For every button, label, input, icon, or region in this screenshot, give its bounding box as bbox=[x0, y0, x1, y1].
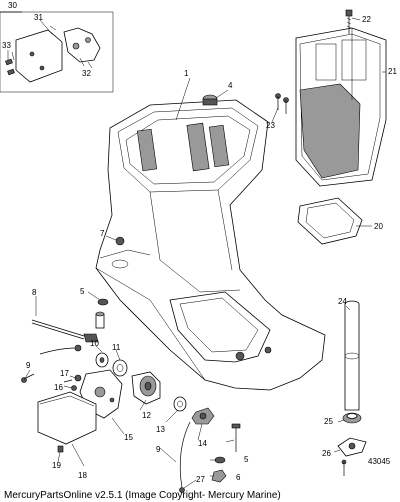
part-12-mount bbox=[131, 371, 161, 405]
inset-anode-plate bbox=[15, 29, 63, 83]
copyright-caption: MercuryPartsOnline v2.5.1 (Image Copyrig… bbox=[4, 490, 281, 501]
part-14-bolt bbox=[231, 423, 241, 452]
callout-23: 23 bbox=[266, 121, 275, 130]
part-17-screw bbox=[63, 374, 82, 383]
callout-15: 15 bbox=[124, 433, 133, 442]
callout-27: 27 bbox=[196, 475, 205, 484]
part-27-cable bbox=[179, 421, 191, 493]
part-20-gasket bbox=[297, 197, 363, 245]
callout-12: 12 bbox=[142, 411, 151, 420]
part-5-lower-washer bbox=[214, 456, 226, 464]
callout-20: 20 bbox=[374, 222, 383, 231]
part-24-tube bbox=[344, 300, 360, 411]
callout-31: 31 bbox=[34, 13, 43, 22]
callout-25: 25 bbox=[324, 417, 333, 426]
inset-bracket bbox=[63, 27, 101, 63]
part-19-screw bbox=[57, 445, 64, 453]
callout-4: 4 bbox=[228, 81, 233, 90]
callout-8: 8 bbox=[32, 288, 37, 297]
callout-9b: 9 bbox=[156, 445, 161, 454]
callout-10: 10 bbox=[90, 339, 99, 348]
callout-11: 11 bbox=[112, 343, 121, 352]
part-9-cable bbox=[21, 344, 82, 383]
callout-22: 22 bbox=[362, 15, 371, 24]
callout-5b: 5 bbox=[244, 455, 249, 464]
part-22-bolt bbox=[345, 9, 353, 34]
callout-1: 1 bbox=[184, 69, 189, 78]
callout-13: 13 bbox=[156, 425, 165, 434]
callout-30: 30 bbox=[8, 1, 17, 10]
callout-24: 24 bbox=[338, 297, 347, 306]
driveshaft-housing bbox=[95, 99, 326, 391]
callout-18: 18 bbox=[78, 471, 87, 480]
inset-kit-30 bbox=[0, 11, 114, 93]
part-23-bolts bbox=[275, 93, 289, 114]
callout-9a: 9 bbox=[26, 361, 31, 370]
part-7-fitting bbox=[115, 236, 125, 246]
callout-6: 6 bbox=[236, 473, 241, 482]
figure-number: 43045 bbox=[368, 457, 391, 466]
part-21-housing bbox=[295, 27, 387, 187]
part-8-stud bbox=[31, 319, 99, 343]
callout-5: 5 bbox=[80, 287, 85, 296]
part-4-plug bbox=[202, 94, 218, 106]
part-6-nut bbox=[211, 469, 227, 483]
part-25-seal bbox=[342, 412, 362, 424]
callout-19: 19 bbox=[52, 461, 61, 470]
callout-32: 32 bbox=[82, 69, 91, 78]
callout-26: 26 bbox=[322, 449, 331, 458]
part-11-washer bbox=[112, 359, 128, 377]
part-18-anode bbox=[37, 391, 97, 445]
callout-14: 14 bbox=[198, 439, 207, 448]
callout-21: 21 bbox=[388, 67, 397, 76]
leader-lines bbox=[7, 17, 386, 489]
part-26-retainer bbox=[337, 437, 367, 476]
callout-16: 16 bbox=[54, 383, 63, 392]
part-14-nut bbox=[191, 407, 215, 425]
part-5-washer bbox=[97, 298, 109, 306]
callout-7: 7 bbox=[100, 229, 105, 238]
part-16-bolt bbox=[71, 385, 77, 391]
part-10-washer bbox=[95, 352, 109, 368]
part-13-washer bbox=[173, 396, 187, 412]
part-3-stud bbox=[95, 311, 105, 329]
callout-33: 33 bbox=[2, 41, 11, 50]
callout-17: 17 bbox=[60, 369, 69, 378]
